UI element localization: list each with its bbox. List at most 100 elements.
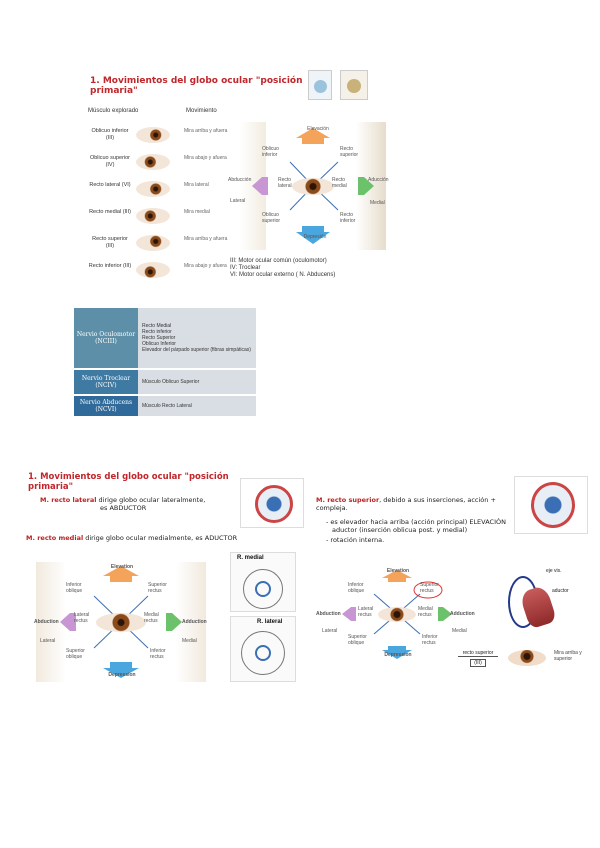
- label-inf-oblique: Inferior oblique: [66, 582, 83, 594]
- muscle-name: Recto superior(III): [92, 236, 128, 249]
- label-lateral: Lateral: [322, 628, 338, 634]
- nerve-items-abducens: Músculo Recto Lateral: [138, 396, 256, 416]
- nerve-item: Recto inferior: [142, 329, 172, 335]
- medial-name: M. recto medial: [26, 534, 84, 542]
- label-elevation: Elevation: [110, 564, 134, 570]
- bottom-muscle-row: recto superior (III) Mira arriba y super…: [458, 648, 592, 672]
- muscle-name: Oblicuo superior(IV): [89, 155, 131, 168]
- eye-image: [136, 208, 170, 224]
- label-lat-rectus: Recto lateral: [278, 177, 292, 189]
- muscle-row: Recto superior(III) Mira arriba y afuera: [84, 232, 234, 256]
- muscle-row: Oblicuo superior(IV) Mira abajo y afuera: [84, 151, 234, 175]
- label-aductor: aductor: [552, 588, 569, 594]
- bottom-eye: [508, 650, 546, 666]
- label-medial: Medial: [182, 638, 197, 644]
- slide-3-eyeball-top: [514, 476, 588, 534]
- label-lateral: Lateral: [230, 198, 246, 204]
- label-elevation: Elevation: [386, 568, 410, 574]
- eye-image: [136, 235, 170, 251]
- muscle-name: Recto lateral (VI): [89, 182, 131, 188]
- label-sup-oblique: Superior oblique: [66, 648, 85, 660]
- central-eye-2: [96, 613, 146, 632]
- slide-2-eye-diagram: Elevation Depression Abduction Adduction…: [34, 562, 207, 682]
- label-elevation: Elevación: [307, 126, 329, 132]
- label-lat-rectus: Lateral rectus: [74, 612, 90, 624]
- slide-1-eye-diagram: Elevación Depresión Abducción Aducción L…: [228, 122, 389, 250]
- label-inf-rectus: Inferior rectus: [422, 634, 438, 646]
- muscle-row: Recto medial (III)Mira medial: [84, 205, 234, 229]
- label-inf-oblique: Inferior oblique: [348, 582, 365, 594]
- label-med-rectus: Medial rectus: [418, 606, 433, 618]
- movement-text: Mira arriba y afuera: [184, 128, 228, 134]
- lateral-name: M. recto lateral: [40, 496, 97, 504]
- label-sup-rectus: Superior rectus: [420, 582, 439, 594]
- r-lateral-label: R. lateral: [257, 619, 283, 625]
- nerve-row-troclear: Nervio Troclear (NCIV) Músculo Oblicuo S…: [74, 370, 256, 394]
- label-inf-oblique: Oblicuo inferior: [262, 146, 279, 158]
- muscle-row: Recto lateral (VI) Mira lateral: [84, 178, 234, 202]
- nerve-items-oculomotor: Recto Medial Recto inferior Recto Superi…: [138, 308, 256, 368]
- corner-eye-diagram-2: [340, 70, 368, 100]
- medial-note: M. recto medial dirige globo ocular medi…: [26, 534, 306, 542]
- legend-line-1: III: Motor ocular común (oculomotor): [230, 258, 327, 264]
- bottom-label: recto superior: [458, 650, 498, 657]
- label-adduction: Aducción: [368, 177, 389, 183]
- movement-text: Mira medial: [184, 209, 210, 215]
- lateral-line2: es ABDUCTOR: [100, 504, 147, 512]
- slide-2-eyeball-top: [240, 478, 304, 528]
- eye-image: [136, 262, 170, 278]
- label-depression: Depression: [108, 672, 136, 678]
- nerve-items-troclear: Músculo Oblicuo Superior: [138, 370, 256, 394]
- label-abduction: Abduction: [34, 619, 59, 625]
- bottom-sub: (III): [470, 659, 486, 667]
- bottom-move: Mira arriba y superior: [554, 650, 582, 662]
- sup-rectus-name: M. recto superior: [316, 496, 380, 504]
- nerve-item: Recto Superior: [142, 335, 176, 341]
- movement-text: Mira lateral: [184, 182, 209, 188]
- sup-rectus-rest: , debido a sus inserciones, acción + com…: [316, 496, 496, 512]
- legend-line-2: IV: Troclear: [230, 265, 261, 271]
- label-medial: Medial: [452, 628, 467, 634]
- label-inf-rectus: Inferior rectus: [150, 648, 166, 660]
- muscle-name: Oblicuo inferior(III): [91, 128, 129, 141]
- diagram-3-arrows-svg: [342, 570, 452, 659]
- col-move-header: Movimiento: [186, 108, 217, 114]
- diagram-arrows-svg: [252, 128, 374, 244]
- label-med-rectus: Medial rectus: [144, 612, 159, 624]
- label-sup-rectus: Superior rectus: [148, 582, 167, 594]
- lateral-note: M. recto lateral dirige globo ocular lat…: [40, 496, 250, 512]
- label-inf-rectus: Recto inferior: [340, 212, 356, 224]
- nerve-item: Músculo Recto Lateral: [142, 403, 192, 409]
- label-adduction: Adduction: [182, 619, 207, 625]
- slide-1: 1. Movimientos del globo ocular "posició…: [84, 62, 389, 294]
- nerve-item: Elevador del párpado superior (fibras si…: [142, 347, 251, 353]
- eye-image: [136, 127, 170, 143]
- movement-text: Mira abajo y afuera: [184, 263, 227, 269]
- label-adduction: Adduction: [450, 611, 475, 617]
- r-medial-sketch: R. medial: [230, 552, 296, 612]
- movement-text: Mira arriba y afuera: [184, 236, 228, 242]
- eye-image: [136, 181, 170, 197]
- label-depression: Depression: [384, 652, 412, 658]
- central-eye: [292, 178, 334, 195]
- col-muscle-header: Músculo explorado: [88, 108, 139, 114]
- lateral-rest: dirige globo ocular lateralmente,: [96, 496, 206, 504]
- label-medial: Medial: [370, 200, 385, 206]
- legend-line-3: VI: Motor ocular externo ( N. Abducens): [230, 272, 336, 278]
- sup-rectus-note: M. recto superior, debido a sus insercio…: [316, 496, 516, 512]
- r-medial-label: R. medial: [237, 555, 264, 561]
- label-lat-rectus: Lateral rectus: [358, 606, 374, 618]
- nerve-row-oculomotor: Nervio Oculomotor (NCIII) Recto Medial R…: [74, 308, 256, 368]
- nerve-row-abducens: Nervio Abducens (NCVI) Músculo Recto Lat…: [74, 396, 256, 416]
- nerve-item: Oblicuo Inferior: [142, 341, 176, 347]
- movement-text: Mira abajo y afuera: [184, 155, 227, 161]
- sup-rectus-bullets: - es elevador hacia arriba (acción princ…: [326, 518, 506, 544]
- slide-1-title: 1. Movimientos del globo ocular "posició…: [90, 76, 303, 96]
- nerve-table: Nervio Oculomotor (NCIII) Recto Medial R…: [74, 308, 256, 416]
- slide-2-title: 1. Movimientos del globo ocular "posició…: [28, 472, 229, 492]
- label-abduction: Abduction: [316, 611, 341, 617]
- label-sup-rectus: Recto superior: [340, 146, 359, 158]
- central-eye-3: [378, 607, 416, 622]
- label-sup-oblique: Oblicuo superior: [262, 212, 281, 224]
- bullet-3: rotación interna.: [330, 536, 385, 544]
